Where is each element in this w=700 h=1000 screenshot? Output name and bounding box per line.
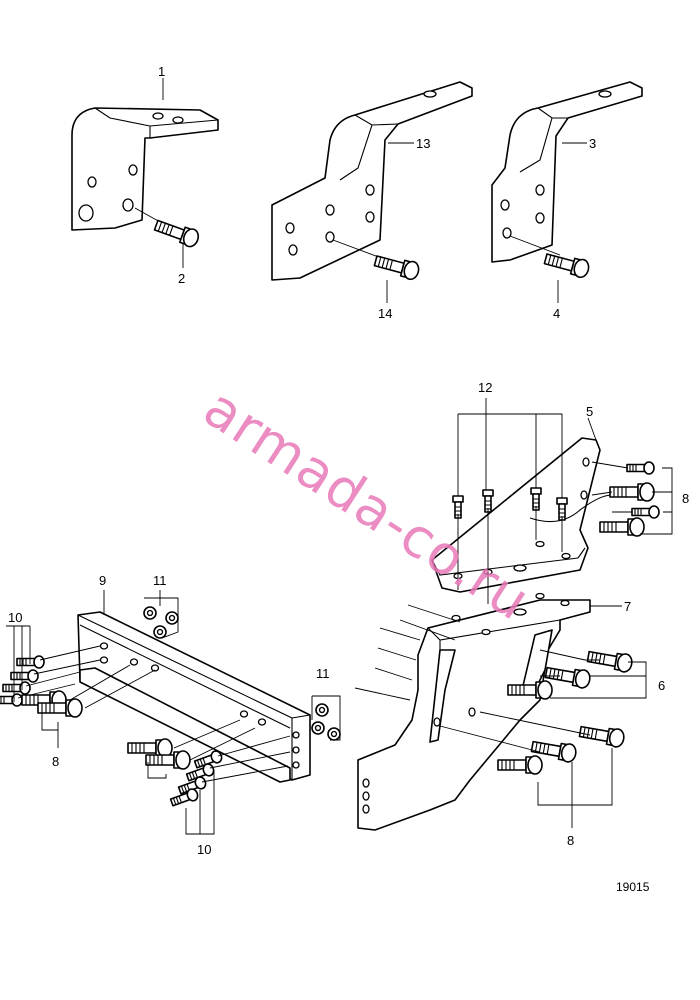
callout-6: 6 [658,678,665,693]
callout-9: 9 [99,573,106,588]
callout-10-left: 10 [8,610,22,625]
callout-2: 2 [178,271,185,286]
callout-12: 12 [478,380,492,395]
bracket-3 [491,81,643,263]
callout-4: 4 [553,306,560,321]
callout-8-bottom-right: 8 [567,833,574,848]
bracket-13 [271,81,473,281]
bracket-1 [71,78,219,231]
callout-1: 1 [158,64,165,79]
drawing-number: 19015 [616,880,650,894]
callout-3: 3 [589,136,596,151]
callout-7: 7 [624,599,631,614]
bracket-7 [357,592,591,831]
callout-8-left: 8 [52,754,59,769]
callout-13: 13 [416,136,430,151]
callout-11-top: 11 [153,573,167,588]
callout-14: 14 [378,306,392,321]
rail-9 [77,611,311,783]
callout-11-right: 11 [316,666,330,681]
callout-10-bottom: 10 [197,842,211,857]
callout-8-top: 8 [682,491,689,506]
bracket-5 [431,437,613,593]
callout-5: 5 [586,404,593,419]
